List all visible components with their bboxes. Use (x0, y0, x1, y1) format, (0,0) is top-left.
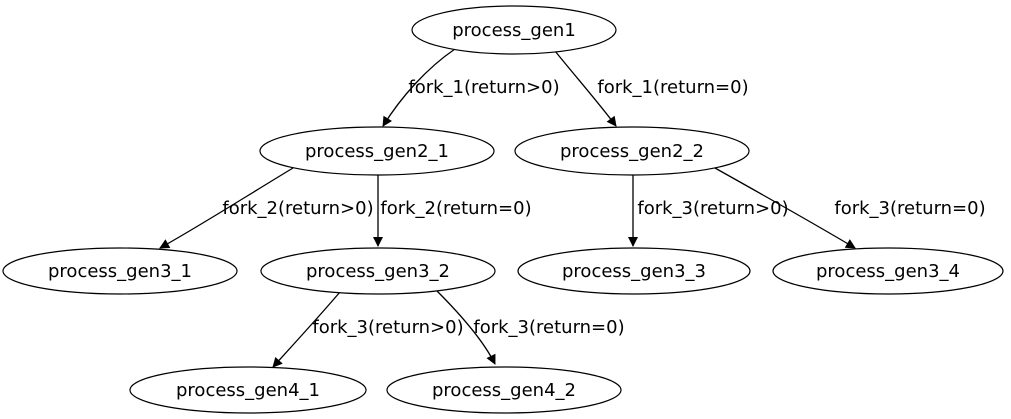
node-label: process_gen3_2 (306, 261, 450, 282)
node-label: process_gen3_3 (562, 261, 706, 282)
node-ellipse (2, 247, 238, 295)
edge-label: fork_3(return=0) (834, 198, 985, 219)
edge-process-gen1-to-process-gen2-1: fork_1(return>0) (382, 48, 560, 127)
node-ellipse (411, 5, 617, 55)
edge-process-gen2-1-to-process-gen3-1: fork_2(return>0) (159, 167, 374, 249)
node-ellipse (259, 126, 495, 176)
node-ellipse (129, 366, 367, 414)
node-process-gen3-4: process_gen3_4 (772, 247, 1004, 295)
node-label: process_gen1 (452, 20, 576, 41)
node-label: process_gen3_4 (816, 261, 960, 282)
node-label: process_gen2_2 (560, 141, 704, 162)
edge-path (159, 167, 294, 249)
node-label: process_gen4_2 (432, 380, 576, 401)
node-ellipse (260, 247, 496, 295)
node-process-gen2-1: process_gen2_1 (259, 126, 495, 176)
edge-label: fork_3(return>0) (637, 198, 788, 219)
edge-label: fork_1(return>0) (408, 77, 559, 98)
edge-process-gen1-to-process-gen2-2: fork_1(return=0) (554, 50, 749, 127)
edge-process-gen3-2-to-process-gen4-2: fork_3(return=0) (436, 290, 625, 365)
edge-process-gen2-2-to-process-gen3-3: fork_3(return>0) (628, 175, 789, 247)
node-ellipse (386, 366, 622, 414)
edge-label: fork_2(return>0) (222, 198, 373, 219)
node-process-gen3-3: process_gen3_3 (517, 247, 751, 295)
node-ellipse (514, 126, 750, 176)
node-process-gen3-1: process_gen3_1 (2, 247, 238, 295)
node-label: process_gen3_1 (48, 261, 192, 282)
node-ellipse (772, 247, 1004, 295)
node-label: process_gen4_1 (176, 380, 320, 401)
edge-label: fork_3(return=0) (473, 317, 624, 338)
node-label: process_gen2_1 (305, 141, 449, 162)
node-process-gen1: process_gen1 (411, 5, 617, 55)
edge-process-gen2-1-to-process-gen3-2: fork_2(return=0) (373, 175, 532, 247)
nodes-layer: process_gen1 process_gen2_1 process_gen2_2… (2, 5, 1004, 414)
edge-label: fork_3(return>0) (312, 317, 463, 338)
edge-path (382, 48, 456, 127)
node-process-gen2-2: process_gen2_2 (514, 126, 750, 176)
edge-process-gen3-2-to-process-gen4-1: fork_3(return>0) (272, 291, 464, 368)
edge-label: fork_1(return=0) (597, 77, 748, 98)
node-ellipse (517, 247, 751, 295)
edge-path (272, 291, 341, 368)
edge-path (436, 290, 496, 365)
edge-path (714, 167, 856, 249)
edge-process-gen2-2-to-process-gen3-4: fork_3(return=0) (714, 167, 986, 249)
node-process-gen4-1: process_gen4_1 (129, 366, 367, 414)
edges-layer: fork_1(return>0) fork_1(return=0) fork_2(r… (159, 48, 986, 368)
node-process-gen3-2: process_gen3_2 (260, 247, 496, 295)
node-process-gen4-2: process_gen4_2 (386, 366, 622, 414)
edge-label: fork_2(return=0) (380, 198, 531, 219)
edge-path (554, 50, 617, 127)
